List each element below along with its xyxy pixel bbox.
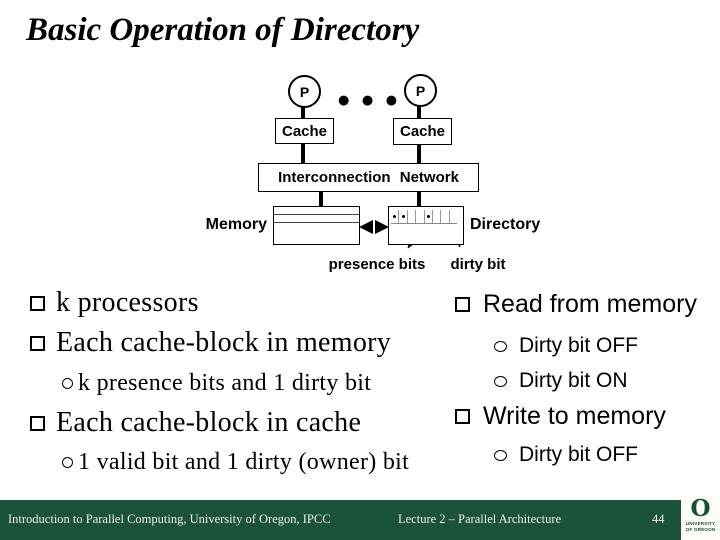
bullet-presence-bits-dirty-bit: k presence bits and 1 dirty bit bbox=[62, 370, 371, 397]
directory-box bbox=[388, 206, 464, 245]
circle-bullet-icon bbox=[494, 449, 507, 461]
interconnection-network-label: Interconnection Network bbox=[278, 169, 459, 186]
uo-logo-letter: O bbox=[690, 495, 711, 522]
interconnection-network-box: Interconnection Network bbox=[258, 163, 479, 192]
left-arrowhead-icon bbox=[359, 220, 373, 234]
directory-cell bbox=[398, 210, 406, 223]
bullet-label: Dirty bit OFF bbox=[519, 334, 638, 357]
bullet-label: Each cache-block in memory bbox=[56, 327, 392, 358]
directory-cell bbox=[440, 210, 448, 223]
bullet-label: Dirty bit OFF bbox=[519, 443, 638, 466]
uo-logo-line2: OF OREGON bbox=[685, 526, 716, 532]
circle-bullet-icon bbox=[494, 340, 507, 352]
bullet-label: 1 valid bit and 1 dirty (owner) bit bbox=[78, 449, 410, 475]
presence-dot-icon bbox=[401, 215, 405, 218]
cache-box-left: Cache bbox=[275, 118, 334, 144]
dirty-bit-label: dirty bit bbox=[450, 256, 506, 273]
bullet-dirty-bit-on: Dirty bit ON bbox=[494, 369, 628, 393]
bullet-label: Dirty bit ON bbox=[519, 369, 628, 392]
directory-cell bbox=[406, 210, 415, 223]
circle-bullet-icon bbox=[494, 375, 507, 387]
memory-label: Memory bbox=[205, 216, 267, 233]
bullet-each-cache-block-cache: Each cache-block in cache bbox=[30, 407, 361, 439]
directory-label: Directory bbox=[470, 216, 541, 233]
processor-circle-left: P bbox=[288, 75, 321, 108]
circle-bullet-icon bbox=[62, 457, 73, 468]
bullet-dirty-bit-off-read: Dirty bit OFF bbox=[494, 334, 638, 358]
page-number: 44 bbox=[652, 512, 665, 526]
presence-dot-icon bbox=[393, 215, 397, 218]
square-bullet-icon bbox=[455, 409, 470, 424]
circle-bullet-icon bbox=[62, 378, 73, 389]
directory-cell bbox=[431, 210, 440, 223]
bullet-read-from-memory: Read from memory bbox=[455, 290, 697, 319]
uo-logo-text: UNIVERSITY OF OREGON bbox=[681, 521, 720, 532]
memory-box bbox=[273, 206, 360, 245]
bullet-k-processors: k processors bbox=[30, 287, 199, 319]
square-bullet-icon bbox=[30, 295, 45, 311]
processor-circle-right: P bbox=[404, 74, 437, 107]
page-title: Basic Operation of Directory bbox=[26, 12, 420, 48]
presence-dot-icon bbox=[426, 215, 430, 218]
cache-label: Cache bbox=[281, 122, 328, 140]
footer-lecture-text: Lecture 2 – Parallel Architecture bbox=[398, 512, 562, 526]
bullet-label: k processors bbox=[56, 287, 199, 318]
square-bullet-icon bbox=[30, 335, 45, 351]
directory-cells bbox=[391, 210, 457, 224]
bullet-label: Write to memory bbox=[483, 402, 666, 430]
presence-bits-label: presence bits bbox=[328, 256, 426, 273]
processor-label: P bbox=[415, 82, 426, 99]
ellipsis-dots: ● ● ● bbox=[338, 93, 402, 108]
footer-bar: Introduction to Parallel Computing, Univ… bbox=[0, 500, 720, 540]
uo-logo-line1: UNIVERSITY bbox=[685, 521, 716, 526]
bullet-dirty-bit-off-write: Dirty bit OFF bbox=[494, 443, 638, 467]
memory-row-line bbox=[274, 214, 359, 215]
processor-label: P bbox=[299, 83, 310, 100]
bullet-label: k presence bits and 1 dirty bit bbox=[78, 370, 372, 396]
cache-label: Cache bbox=[399, 123, 446, 140]
square-bullet-icon bbox=[455, 297, 470, 312]
right-arrowhead-icon bbox=[375, 220, 389, 234]
directory-cell bbox=[423, 210, 432, 223]
footer-course-text: Introduction to Parallel Computing, Univ… bbox=[8, 512, 331, 526]
bullet-each-cache-block-memory: Each cache-block in memory bbox=[30, 327, 391, 359]
bullet-valid-dirty-owner-bit: 1 valid bit and 1 dirty (owner) bit bbox=[62, 449, 409, 476]
bullet-label: Read from memory bbox=[483, 290, 697, 318]
bullet-write-to-memory: Write to memory bbox=[455, 402, 666, 431]
directory-cell bbox=[391, 210, 398, 223]
directory-cell bbox=[415, 210, 423, 223]
square-bullet-icon bbox=[30, 415, 45, 431]
bullet-label: Each cache-block in cache bbox=[56, 407, 362, 438]
memory-row-line bbox=[274, 222, 359, 223]
directory-cell bbox=[448, 210, 457, 223]
uo-logo: O UNIVERSITY OF OREGON bbox=[681, 495, 720, 540]
cache-box-right: Cache bbox=[393, 118, 452, 145]
